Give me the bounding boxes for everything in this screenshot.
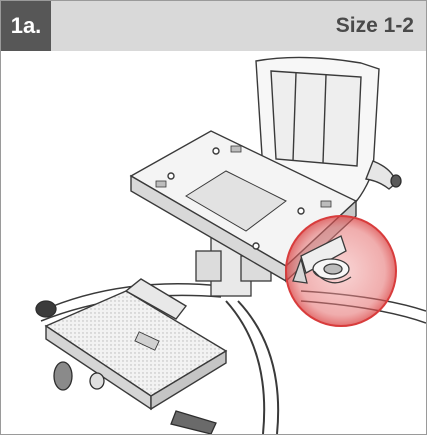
latch-detail <box>292 235 352 284</box>
latch-highlight-circle <box>285 215 397 327</box>
size-label: Size 1-2 <box>335 14 414 37</box>
wheelchair-illustration <box>35 56 426 434</box>
step-number-badge: 1a. <box>1 1 51 51</box>
caster-wheels <box>35 174 402 434</box>
footrest <box>44 278 228 411</box>
panel-header: 1a. Size 1-2 <box>1 1 426 51</box>
